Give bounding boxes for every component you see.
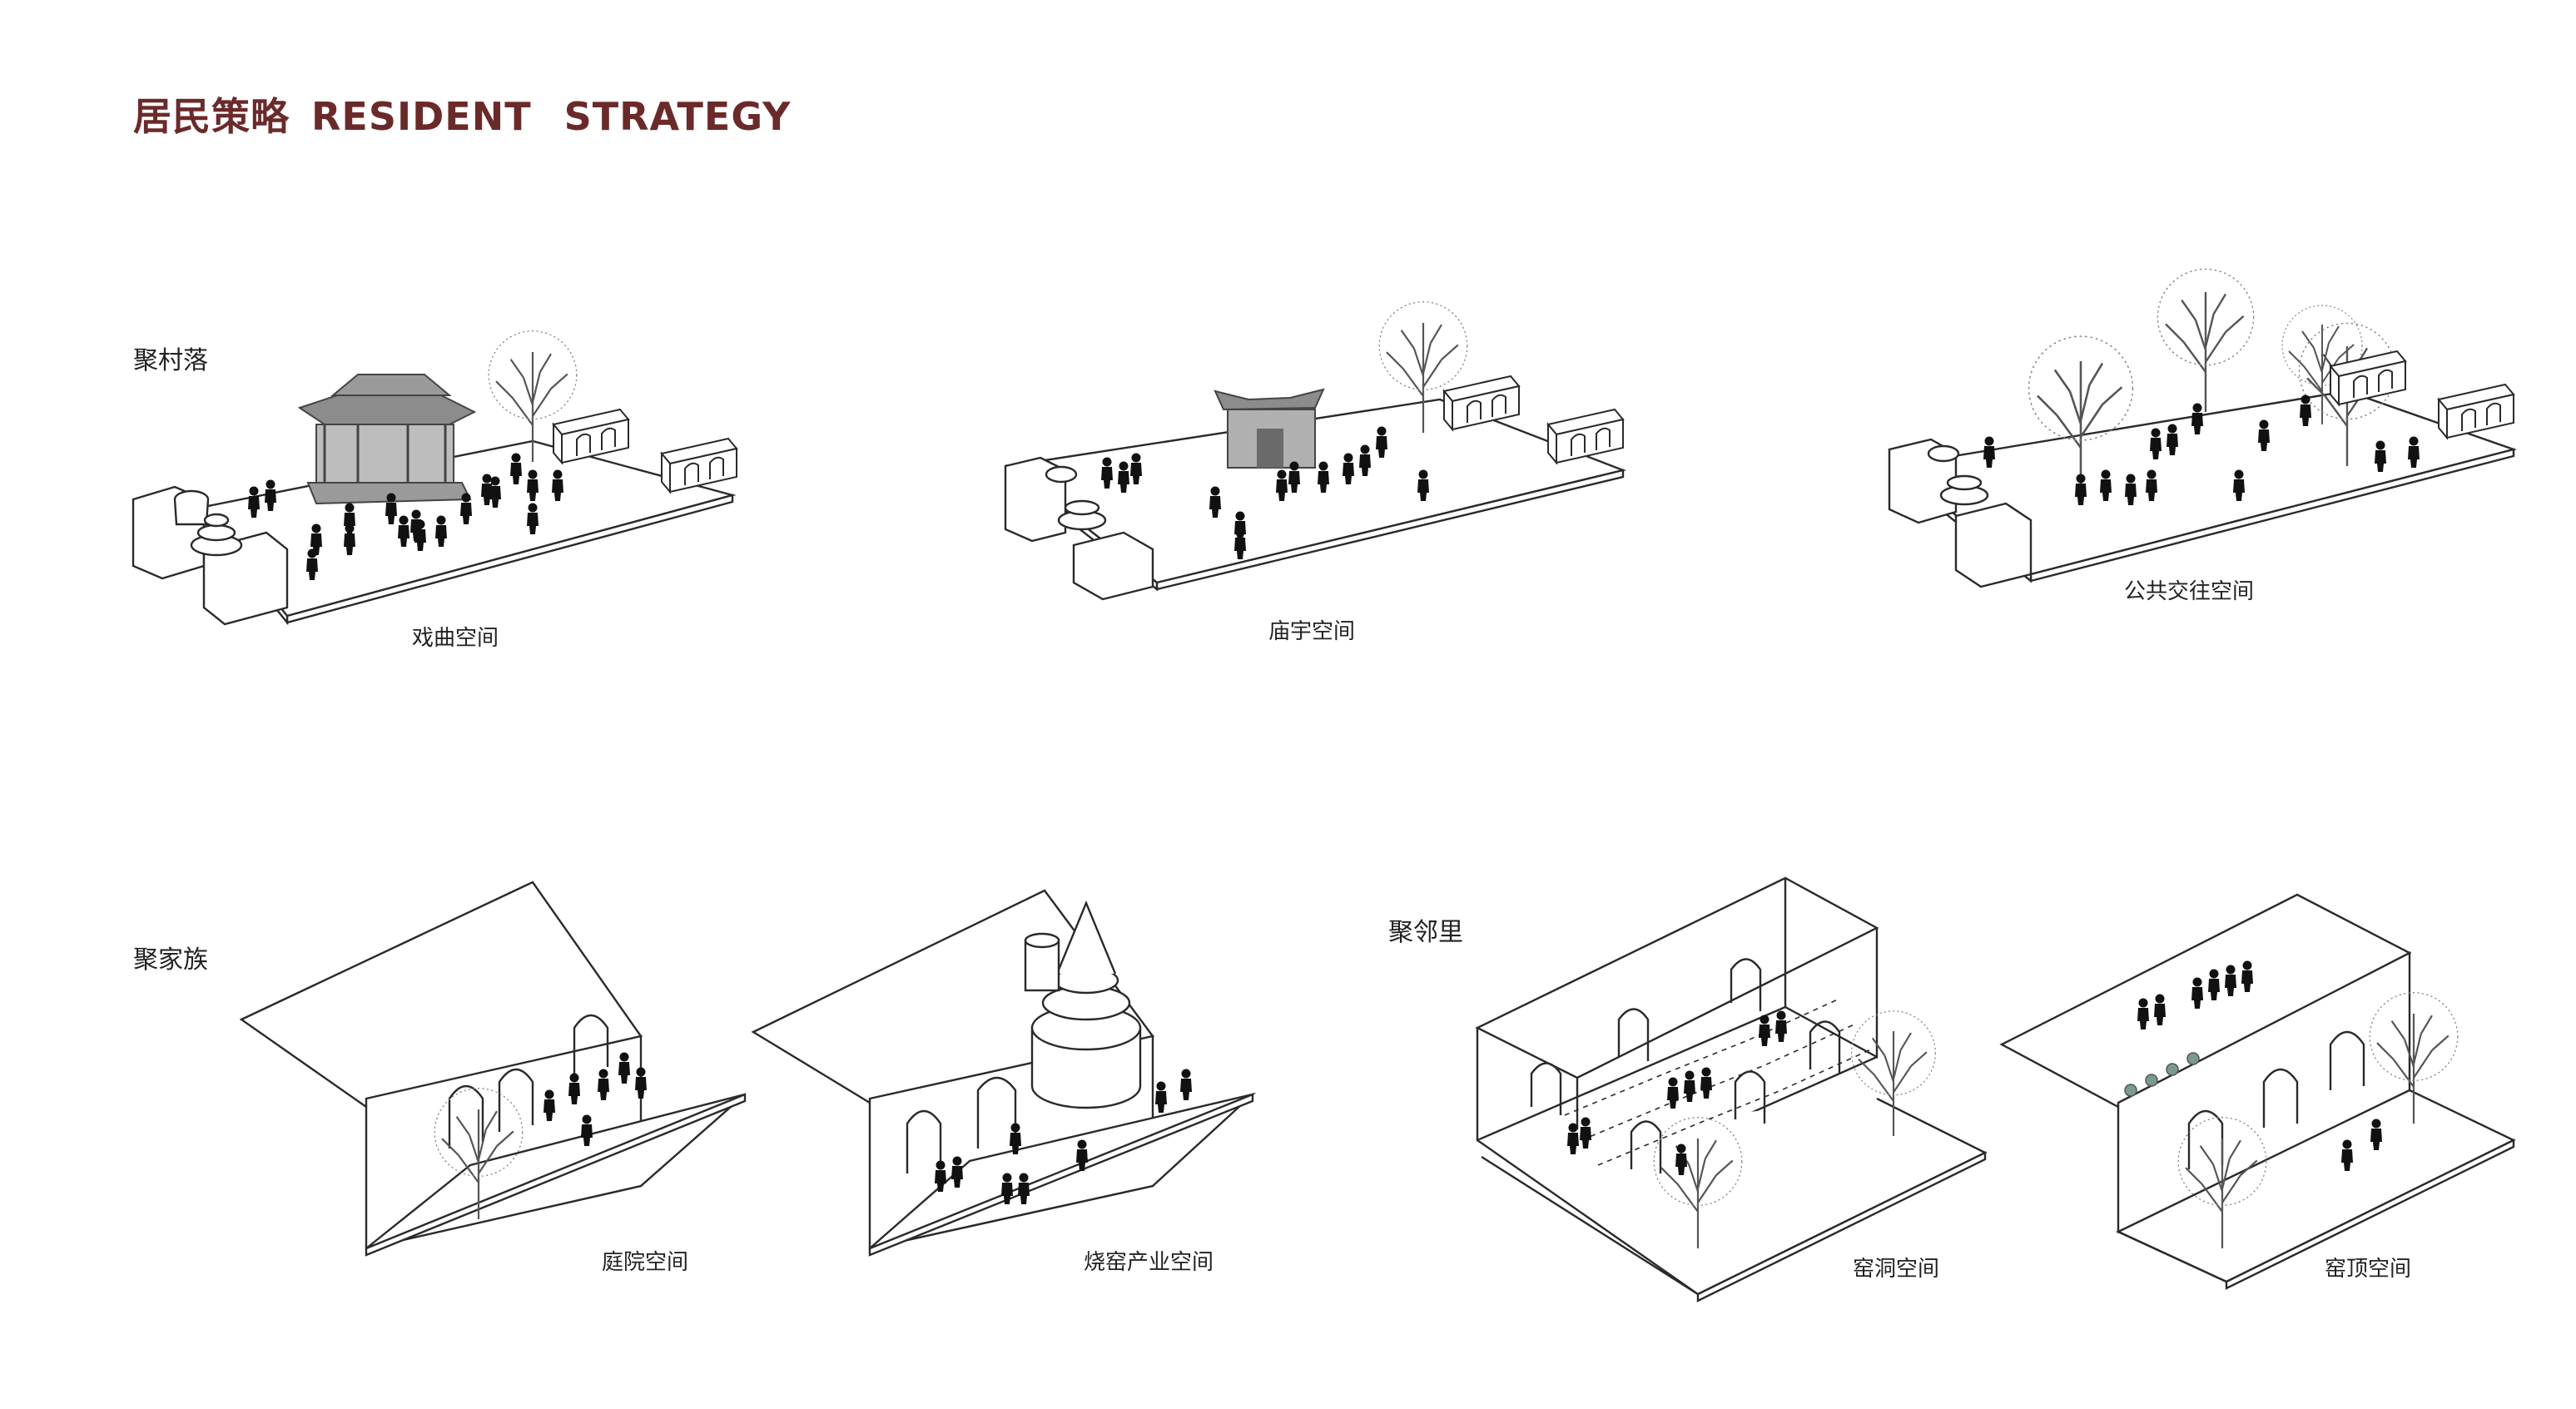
page-title: 居民策略 RESIDENT STRATEGY — [133, 87, 791, 141]
courtyard-space-scene — [239, 881, 747, 1257]
opera-pavilion — [297, 374, 477, 505]
temple-building — [1214, 388, 1325, 469]
house-icon — [553, 409, 629, 464]
small-trees — [2124, 1052, 2200, 1097]
caption-courtyard-label: 庭院空间 — [601, 1250, 689, 1275]
title-en: RESIDENT STRATEGY — [311, 94, 792, 139]
house-icon — [2438, 384, 2514, 439]
caption-temple-label: 庙宇空间 — [1268, 619, 1356, 644]
section-label-family: 聚家族 — [133, 945, 208, 975]
temple-space-scene — [1004, 398, 1627, 601]
caption-opera-label: 戏曲空间 — [411, 626, 499, 651]
cave-space-scene — [1475, 876, 1988, 1302]
house-icon — [1443, 375, 1520, 430]
caption-roof-label: 窑顶空间 — [2324, 1257, 2412, 1282]
house-icon — [1547, 409, 1624, 464]
house-icon — [661, 438, 737, 493]
caption-cave-label: 窑洞空间 — [1852, 1257, 1940, 1282]
caption-public-label: 公共交往空间 — [2123, 579, 2255, 604]
roof-space-scene — [1999, 893, 2516, 1290]
tree-icon — [2157, 268, 2255, 414]
house-icon — [2330, 350, 2406, 405]
section-label-neighborhood: 聚邻里 — [1388, 918, 1463, 947]
public-space-scene — [1888, 389, 2518, 588]
kiln-space-scene — [751, 889, 1257, 1257]
section-label-village: 聚村落 — [133, 346, 208, 375]
caption-kiln-label: 烧窑产业空间 — [1083, 1250, 1214, 1275]
title-cn: 居民策略 — [133, 94, 290, 139]
